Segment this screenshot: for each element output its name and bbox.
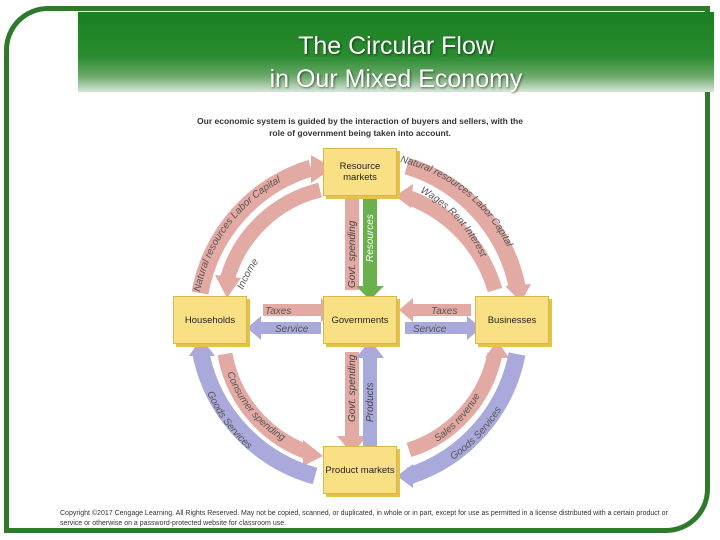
businesses-box: Businesses [475, 296, 549, 344]
label-outer-top-left: Natural resources Labor Capital [192, 174, 283, 292]
slide-frame [4, 6, 710, 533]
slide-title-line-2: in Our Mixed Economy [269, 65, 523, 93]
title-banner: The Circular Flow in Our Mixed Economy [78, 12, 714, 93]
households-box: Households [173, 296, 247, 344]
label-center-top-right: Resources [365, 214, 376, 262]
label-center-bottom-left: Govt. spending [347, 354, 358, 422]
label-left-taxes: Taxes [265, 306, 291, 317]
label-right-service: Service [413, 324, 447, 335]
flow-arrows: Natural resources Labor Capital Income N… [189, 154, 531, 488]
slide-title-line-1: The Circular Flow [298, 32, 494, 60]
circular-flow-diagram: Natural resources Labor Capital Income N… [165, 140, 555, 505]
label-left-service: Service [275, 324, 309, 335]
label-right-taxes: Taxes [431, 306, 457, 317]
copyright-notice: Copyright ©2017 Cengage Learning. All Ri… [60, 510, 668, 527]
intro-text: Our economic system is guided by the int… [197, 116, 523, 138]
label-center-top-left: Govt. spending [347, 220, 358, 288]
resource-markets-box: Resource markets [323, 148, 397, 196]
governments-box: Governments [323, 296, 397, 344]
product-markets-box: Product markets [323, 446, 397, 494]
label-center-bottom-right: Products [365, 383, 376, 422]
